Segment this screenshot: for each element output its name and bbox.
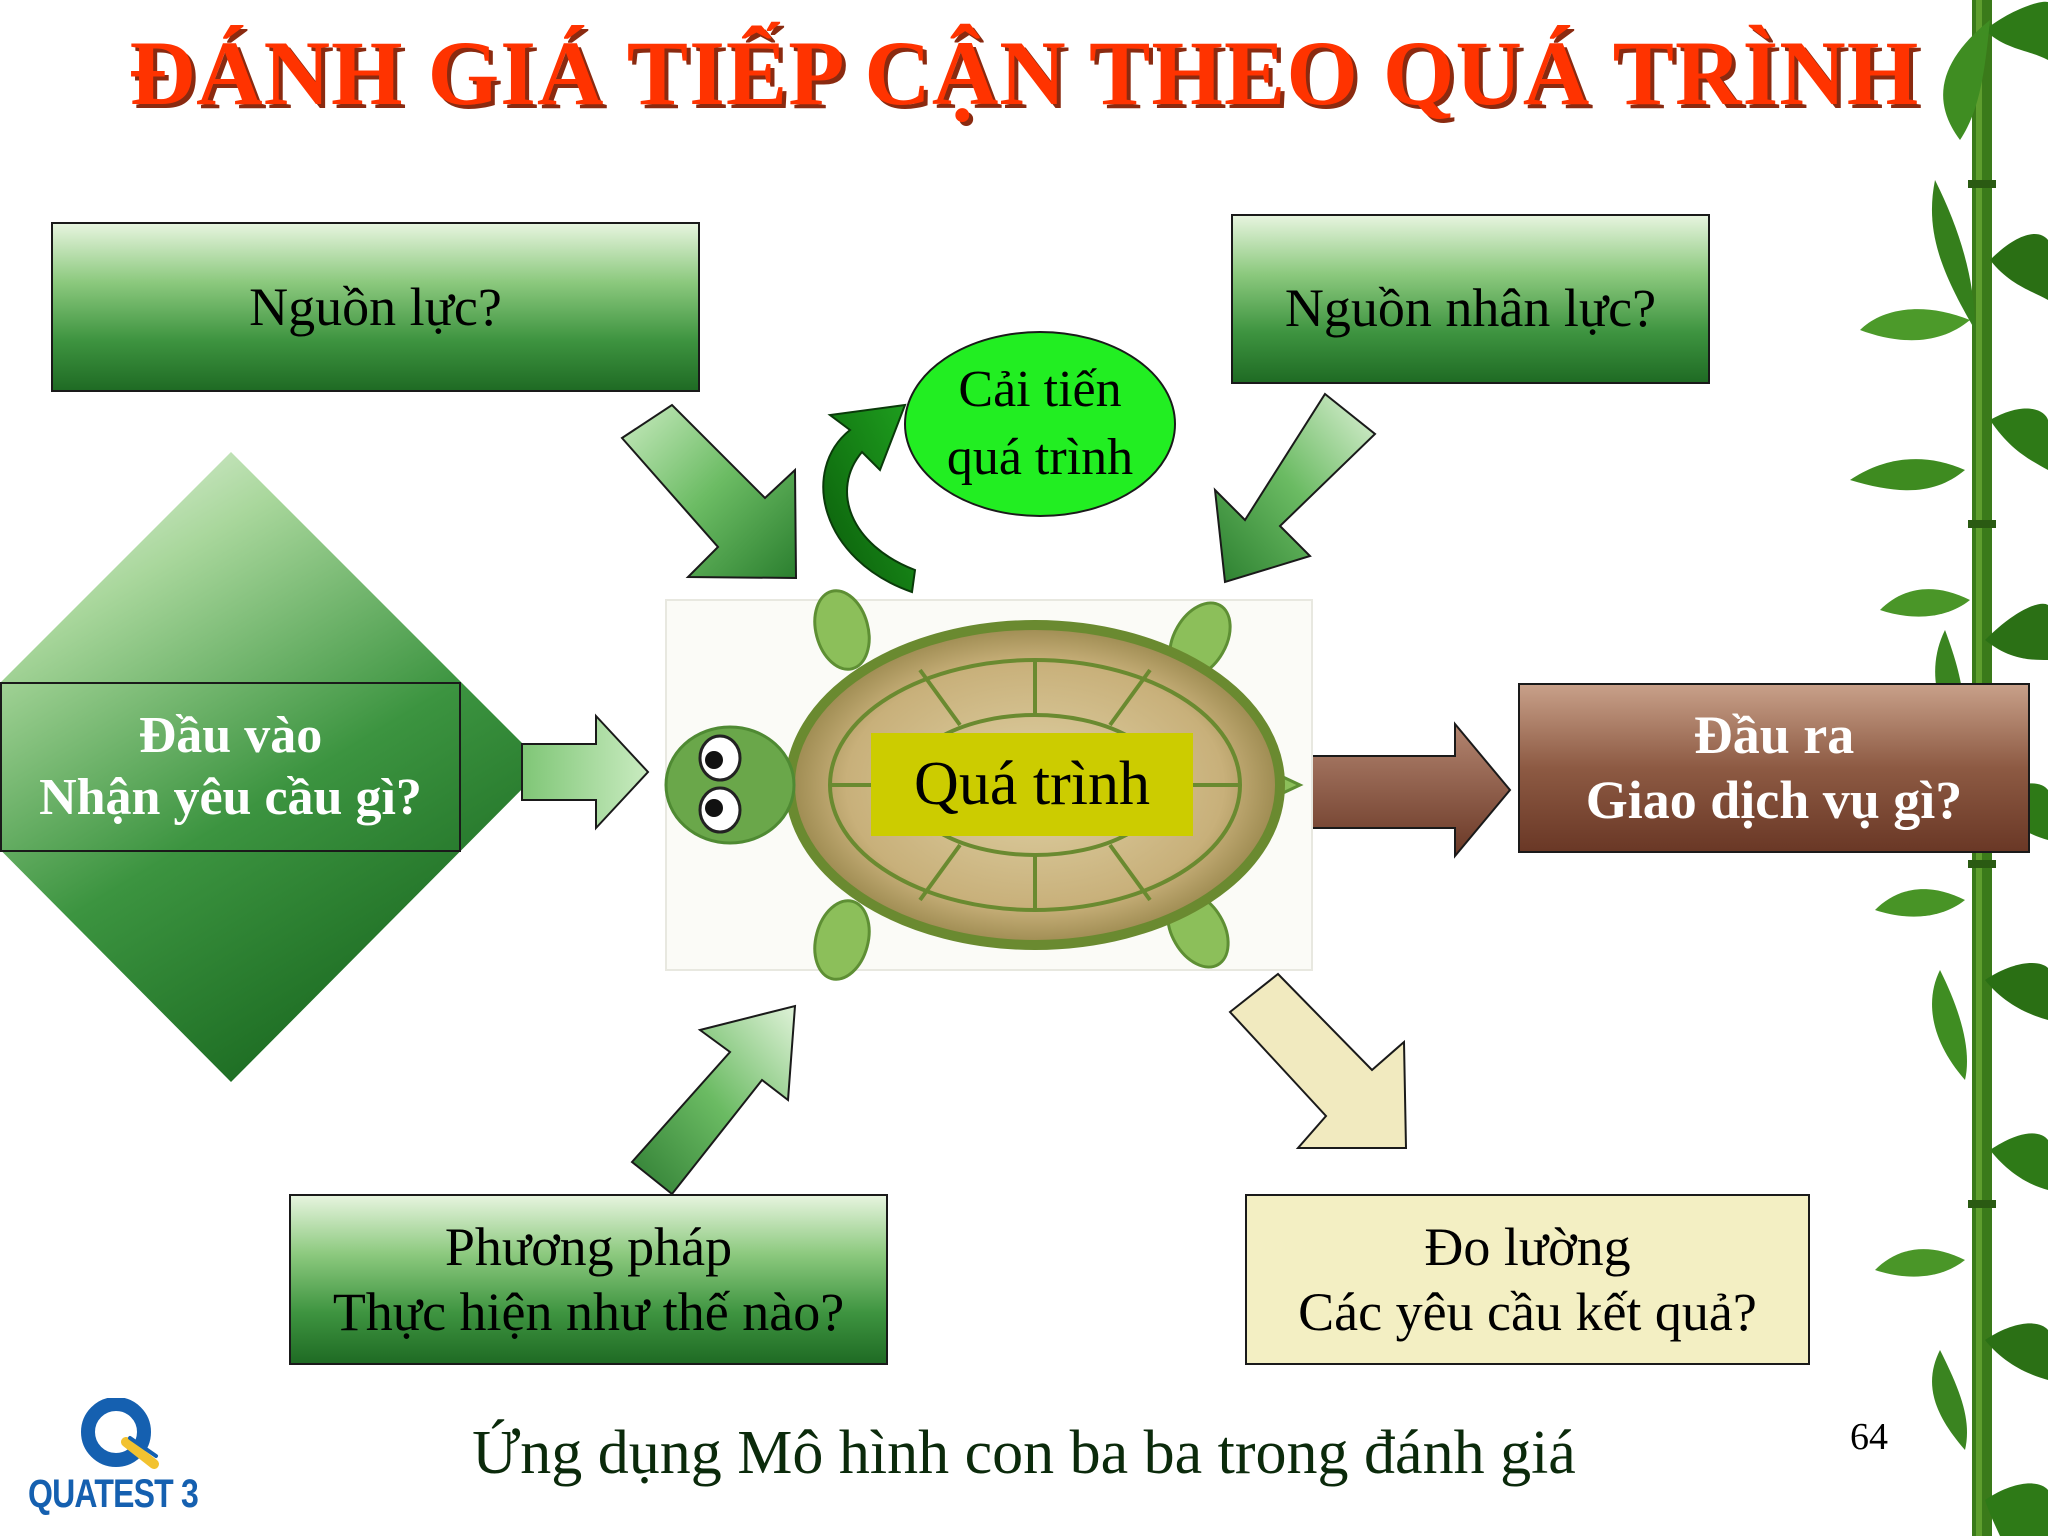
slide-caption: Ứng dụng Mô hình con ba ba trong đánh gi…	[472, 1419, 1576, 1487]
output-label-line2: Giao dịch vụ gì?	[1585, 770, 1963, 830]
resources-label: Nguồn lực?	[249, 276, 502, 337]
curved-arrow-icon	[822, 403, 917, 594]
arrow-icon	[521, 713, 650, 831]
quatest-logo-icon	[81, 1398, 159, 1469]
output-box: Đầu ra Giao dịch vụ gì?	[1518, 683, 2030, 853]
arrow-icon	[1213, 392, 1377, 584]
bamboo-decoration	[1850, 0, 2048, 1536]
process-label: Quá trình	[871, 733, 1193, 836]
input-label-line1: Đầu vào	[138, 706, 323, 764]
improvement-label: Cải tiến quá trình	[905, 332, 1175, 516]
input-diamond	[0, 452, 545, 1082]
human-resources-label: Nguồn nhân lực?	[1284, 278, 1657, 338]
measurement-box: Đo lường Các yêu cầu kết quả?	[1245, 1194, 1810, 1365]
improvement-ellipse	[904, 331, 1176, 517]
output-label-line1: Đầu ra	[1693, 705, 1855, 766]
method-label-line2: Thực hiện như thế nào?	[332, 1281, 845, 1342]
arrow-icon	[630, 1004, 797, 1196]
logo-text: QUATEST 3	[28, 1472, 199, 1516]
input-box: Đầu vào Nhận yêu cầu gì?	[0, 682, 461, 852]
resources-box: Nguồn lực?	[51, 222, 700, 392]
page-number: 64	[1850, 1416, 1888, 1458]
improvement-label-line1: Cải tiến	[958, 361, 1122, 419]
arrow-icon	[620, 403, 798, 580]
input-label-line2: Nhận yêu cầu gì?	[39, 769, 422, 826]
measurement-label-line1: Đo lường	[1424, 1216, 1631, 1277]
arrow-icon	[1228, 972, 1408, 1149]
method-box: Phương pháp Thực hiện như thế nào?	[289, 1194, 888, 1365]
method-label-line1: Phương pháp	[444, 1216, 733, 1277]
human-resources-box: Nguồn nhân lực?	[1231, 214, 1710, 384]
slide-title: ĐÁNH GIÁ TIẾP CẬN THEO QUÁ TRÌNH	[128, 22, 1920, 124]
arrow-icon	[1291, 721, 1512, 859]
measurement-label-line2: Các yêu cầu kết quả?	[1298, 1281, 1757, 1342]
improvement-label-line2: quá trình	[946, 429, 1134, 486]
